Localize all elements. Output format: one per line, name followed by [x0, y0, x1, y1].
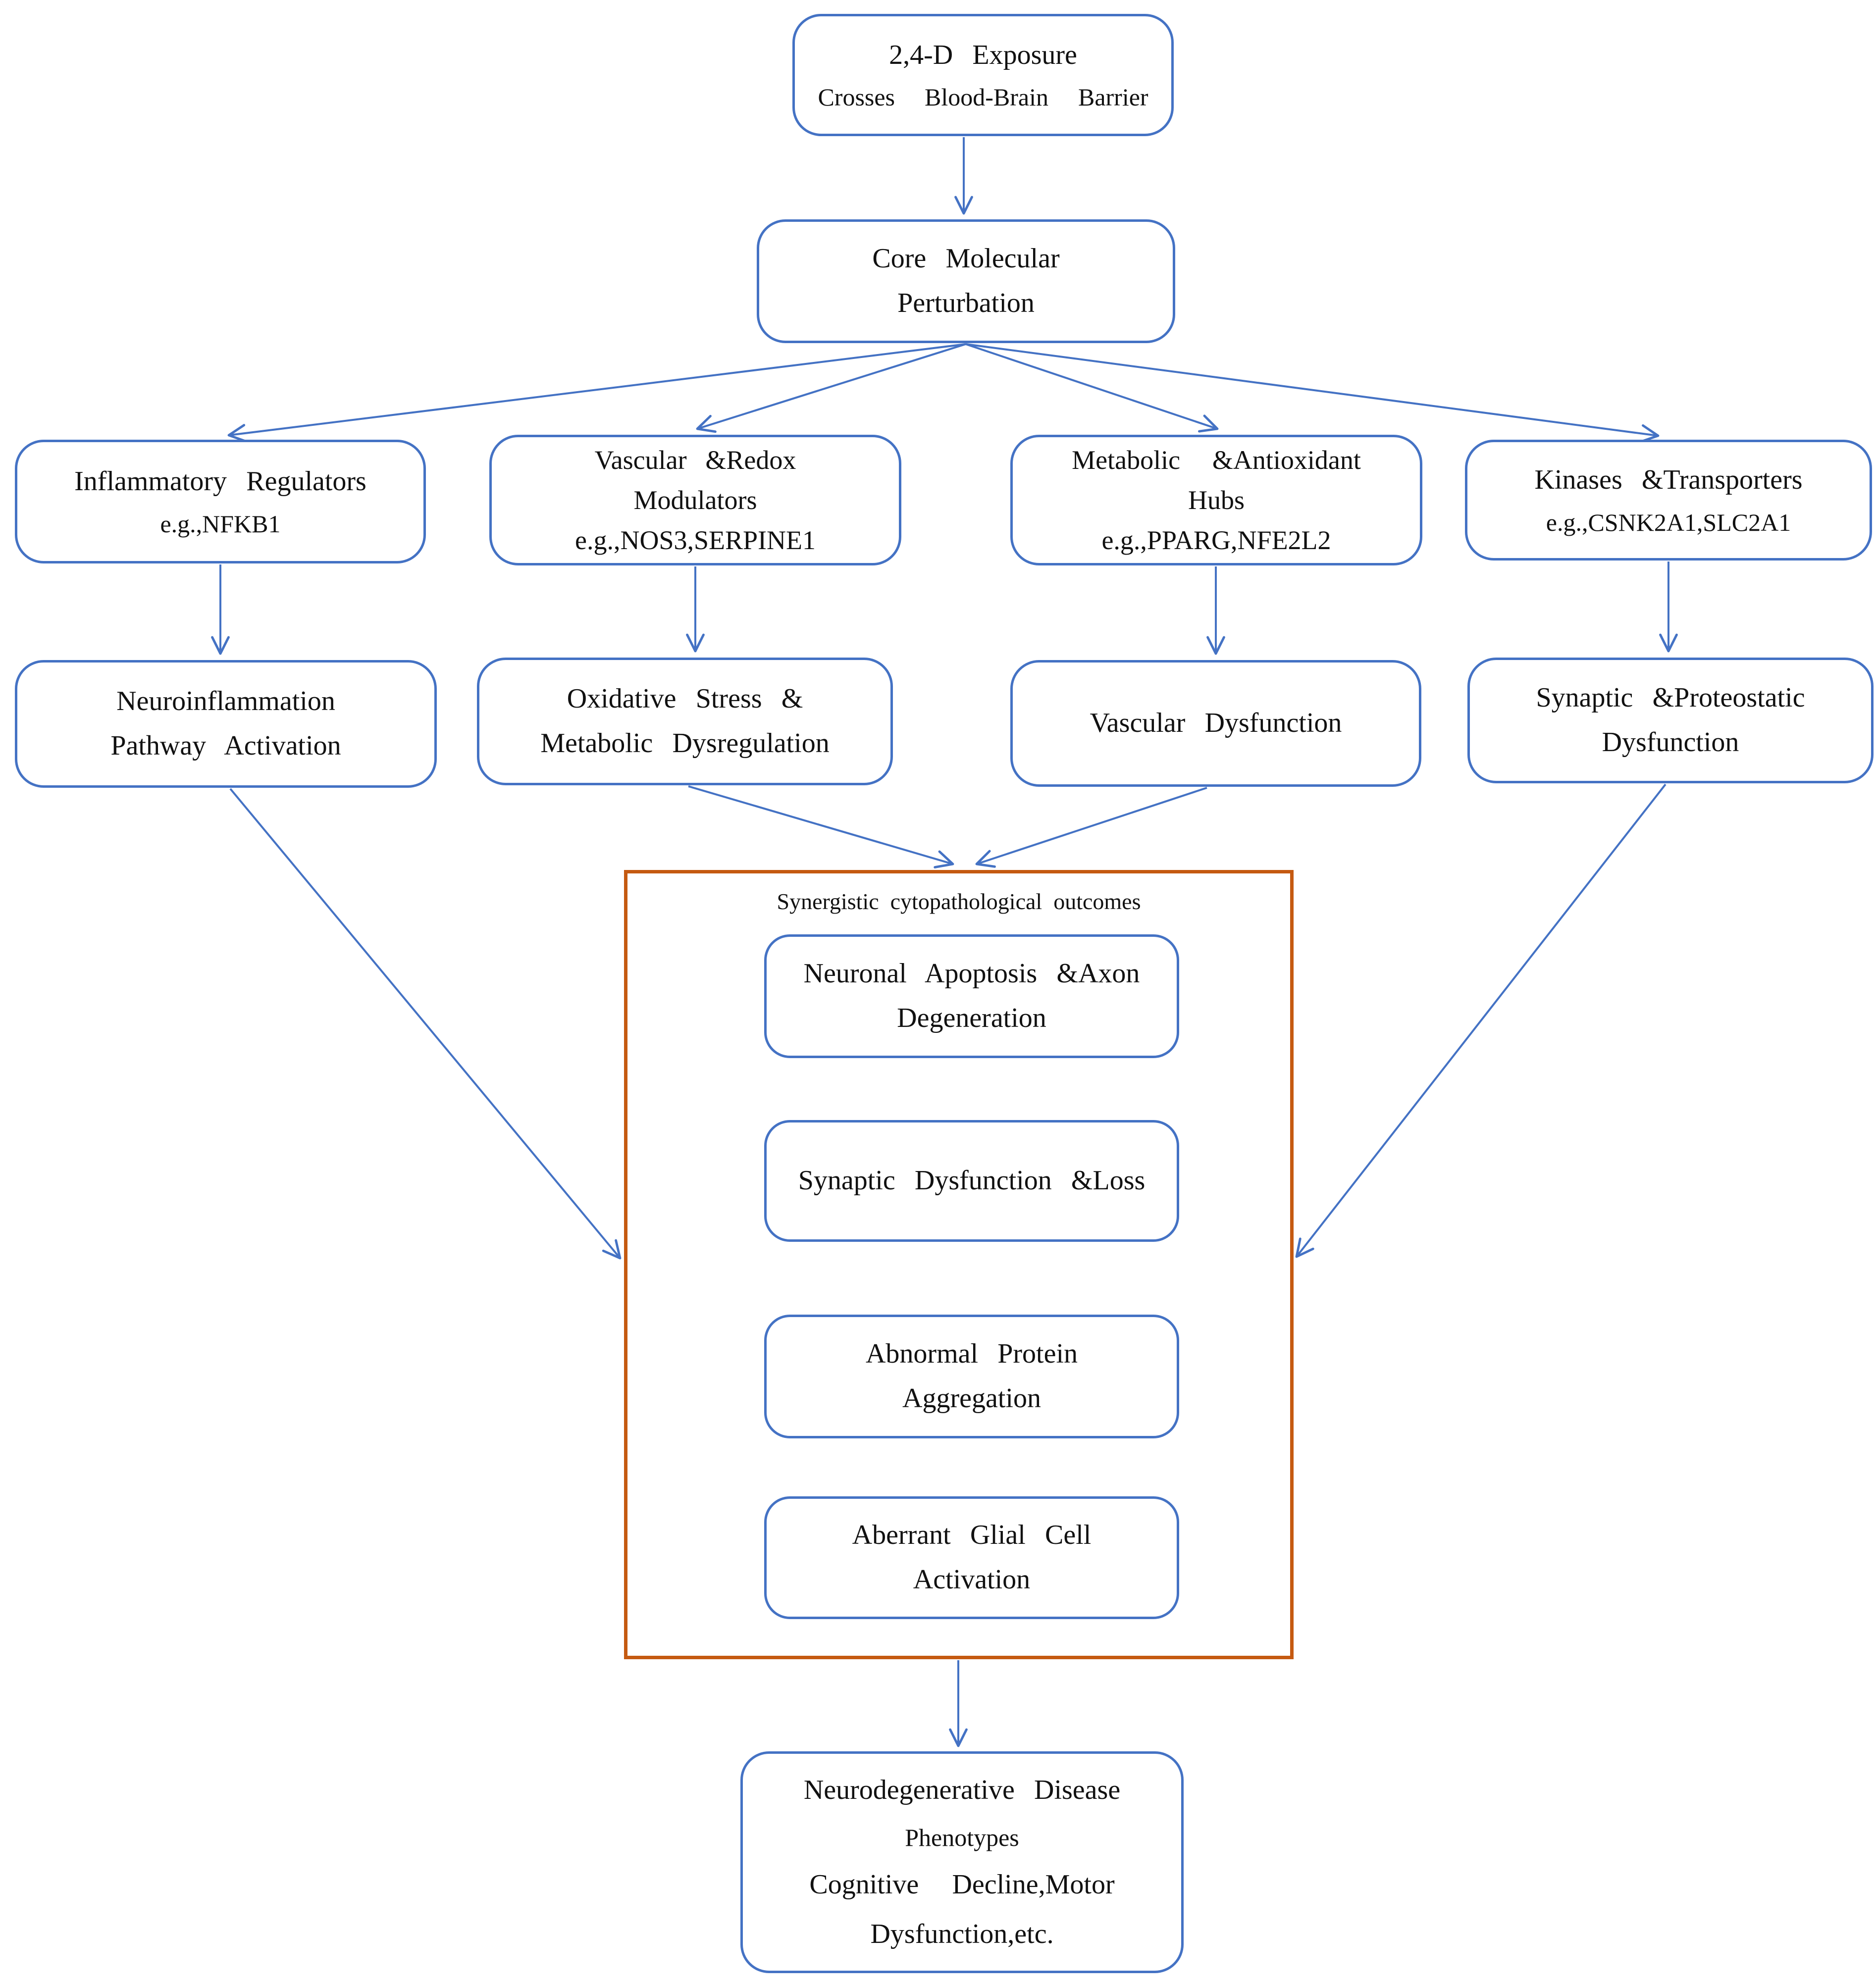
node-core-perturbation: Core Molecular Perturbation [757, 219, 1175, 343]
node-neuroinflammation-line2: Pathway Activation [110, 730, 341, 761]
node-core-line2: Perturbation [897, 288, 1035, 318]
node-phenotypes-line4: Dysfunction,etc. [870, 1919, 1054, 1950]
arrow-core-to-kinases [965, 343, 1660, 443]
arrow-core-to-inflammatory [227, 343, 966, 443]
synergistic-outcomes-container: Synergistic cytopathological outcomes Ne… [624, 870, 1294, 1659]
node-synaptic-proteostatic-line2: Dysfunction [1602, 727, 1739, 758]
node-kinases-transporters: Kinases &Transporters e.g.,CSNK2A1,SLC2A… [1465, 440, 1872, 561]
node-synaptic-loss: Synaptic Dysfunction &Loss [764, 1120, 1179, 1242]
node-vascular-redox-line2: Modulators [633, 485, 757, 515]
node-metabolic-line2: Hubs [1188, 485, 1245, 515]
node-metabolic-line1: Metabolic &Antioxidant [1072, 445, 1361, 475]
node-oxidative-line2: Metabolic Dysregulation [540, 728, 830, 759]
node-neuroinflammation-line1: Neuroinflammation [116, 686, 335, 717]
node-metabolic-antioxidant-hubs: Metabolic &Antioxidant Hubs e.g.,PPARG,N… [1010, 435, 1422, 565]
arrow-neuroinflammation-to-container [229, 788, 622, 1260]
node-exposure-line2: Crosses Blood-Brain Barrier [818, 83, 1148, 111]
arrow-vascular-dysfunction-to-container [975, 787, 1207, 868]
arrow-core-to-vascular-redox [696, 343, 966, 433]
node-synaptic-proteostatic-line1: Synaptic &Proteostatic [1536, 682, 1805, 714]
node-phenotypes-line1: Neurodegenerative Disease [803, 1774, 1121, 1805]
node-protein-aggregation-line1: Abnormal Protein [865, 1338, 1078, 1370]
node-vascular-redox-line1: Vascular &Redox [594, 445, 796, 475]
arrow-oxidative-to-container [688, 785, 954, 868]
node-inflammatory-regulators: Inflammatory Regulators e.g.,NFKB1 [15, 440, 426, 563]
node-vascular-dysfunction: Vascular Dysfunction [1010, 660, 1421, 787]
node-vascular-redox-modulators: Vascular &Redox Modulators e.g.,NOS3,SER… [489, 435, 901, 565]
node-synaptic-proteostatic: Synaptic &Proteostatic Dysfunction [1467, 658, 1874, 783]
node-neuroinflammation: Neuroinflammation Pathway Activation [15, 660, 437, 788]
node-exposure-line1: 2,4-D Exposure [889, 39, 1077, 70]
node-vascular-redox-line3: e.g.,NOS3,SERPINE1 [574, 525, 816, 555]
node-inflammatory-line2: e.g.,NFKB1 [160, 510, 281, 538]
node-protein-aggregation: Abnormal Protein Aggregation [764, 1315, 1179, 1438]
node-core-line1: Core Molecular [872, 243, 1060, 274]
node-glial-activation: Aberrant Glial Cell Activation [764, 1496, 1179, 1619]
node-disease-phenotypes: Neurodegenerative Disease Phenotypes Cog… [740, 1751, 1184, 1973]
node-phenotypes-line3: Cognitive Decline,Motor [809, 1869, 1115, 1900]
node-kinases-line1: Kinases &Transporters [1534, 464, 1803, 496]
node-neuronal-apoptosis-line2: Degeneration [897, 1003, 1046, 1033]
node-oxidative-line1: Oxidative Stress & [567, 683, 803, 714]
node-exposure: 2,4-D Exposure Crosses Blood-Brain Barri… [792, 14, 1174, 136]
node-kinases-line2: e.g.,CSNK2A1,SLC2A1 [1546, 508, 1791, 536]
node-vascular-dysfunction-line1: Vascular Dysfunction [1090, 708, 1342, 739]
node-oxidative-stress: Oxidative Stress & Metabolic Dysregulati… [477, 658, 893, 785]
node-phenotypes-line2: Phenotypes [905, 1823, 1019, 1851]
node-protein-aggregation-line2: Aggregation [902, 1383, 1041, 1414]
node-neuronal-apoptosis: Neuronal Apoptosis &Axon Degeneration [764, 934, 1179, 1058]
node-neuronal-apoptosis-line1: Neuronal Apoptosis &Axon [803, 958, 1140, 989]
arrow-core-to-metabolic [965, 343, 1219, 433]
node-glial-activation-line2: Activation [913, 1564, 1031, 1595]
arrow-synaptic-proteostatic-to-container [1295, 783, 1667, 1258]
node-inflammatory-line1: Inflammatory Regulators [74, 466, 366, 497]
node-glial-activation-line1: Aberrant Glial Cell [852, 1520, 1092, 1551]
node-metabolic-line3: e.g.,PPARG,NFE2L2 [1101, 525, 1331, 555]
node-synaptic-loss-line1: Synaptic Dysfunction &Loss [798, 1165, 1146, 1196]
synergistic-container-title: Synergistic cytopathological outcomes [777, 889, 1141, 914]
